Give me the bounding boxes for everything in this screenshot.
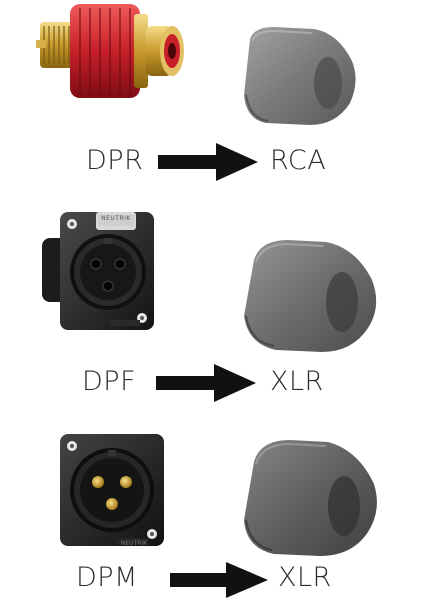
conversion-row-dpr-rca: DPR RCA xyxy=(0,0,424,196)
xlr-dust-cap-image-2 xyxy=(244,440,377,556)
source-label-dpf: DPF xyxy=(82,366,137,397)
target-label-xlr: XLR xyxy=(270,366,324,397)
right-arrow-icon xyxy=(158,143,258,181)
conversion-row-dpm-xlr: NEUTRIK DPM XLR xyxy=(0,410,424,600)
xlr-male-connector-image xyxy=(60,434,164,546)
target-label-rca: RCA xyxy=(270,145,327,176)
right-arrow-icon xyxy=(156,364,256,402)
neutrik-plate-text: NEUTRIK xyxy=(120,540,148,547)
xlr-female-connector-image xyxy=(42,212,154,330)
source-label-dpm: DPM xyxy=(76,562,138,593)
neutrik-latch-text: NEUTRIK xyxy=(101,215,131,222)
target-label-xlr: XLR xyxy=(278,562,332,593)
rca-dust-cap-image xyxy=(244,27,356,125)
rca-socket-image xyxy=(36,4,184,98)
xlr-dust-cap-image-1 xyxy=(244,240,377,352)
conversion-row-dpf-xlr: NEUTRIK DPF XLR xyxy=(0,196,424,410)
source-label-dpr: DPR xyxy=(86,145,144,176)
right-arrow-icon xyxy=(170,562,268,598)
